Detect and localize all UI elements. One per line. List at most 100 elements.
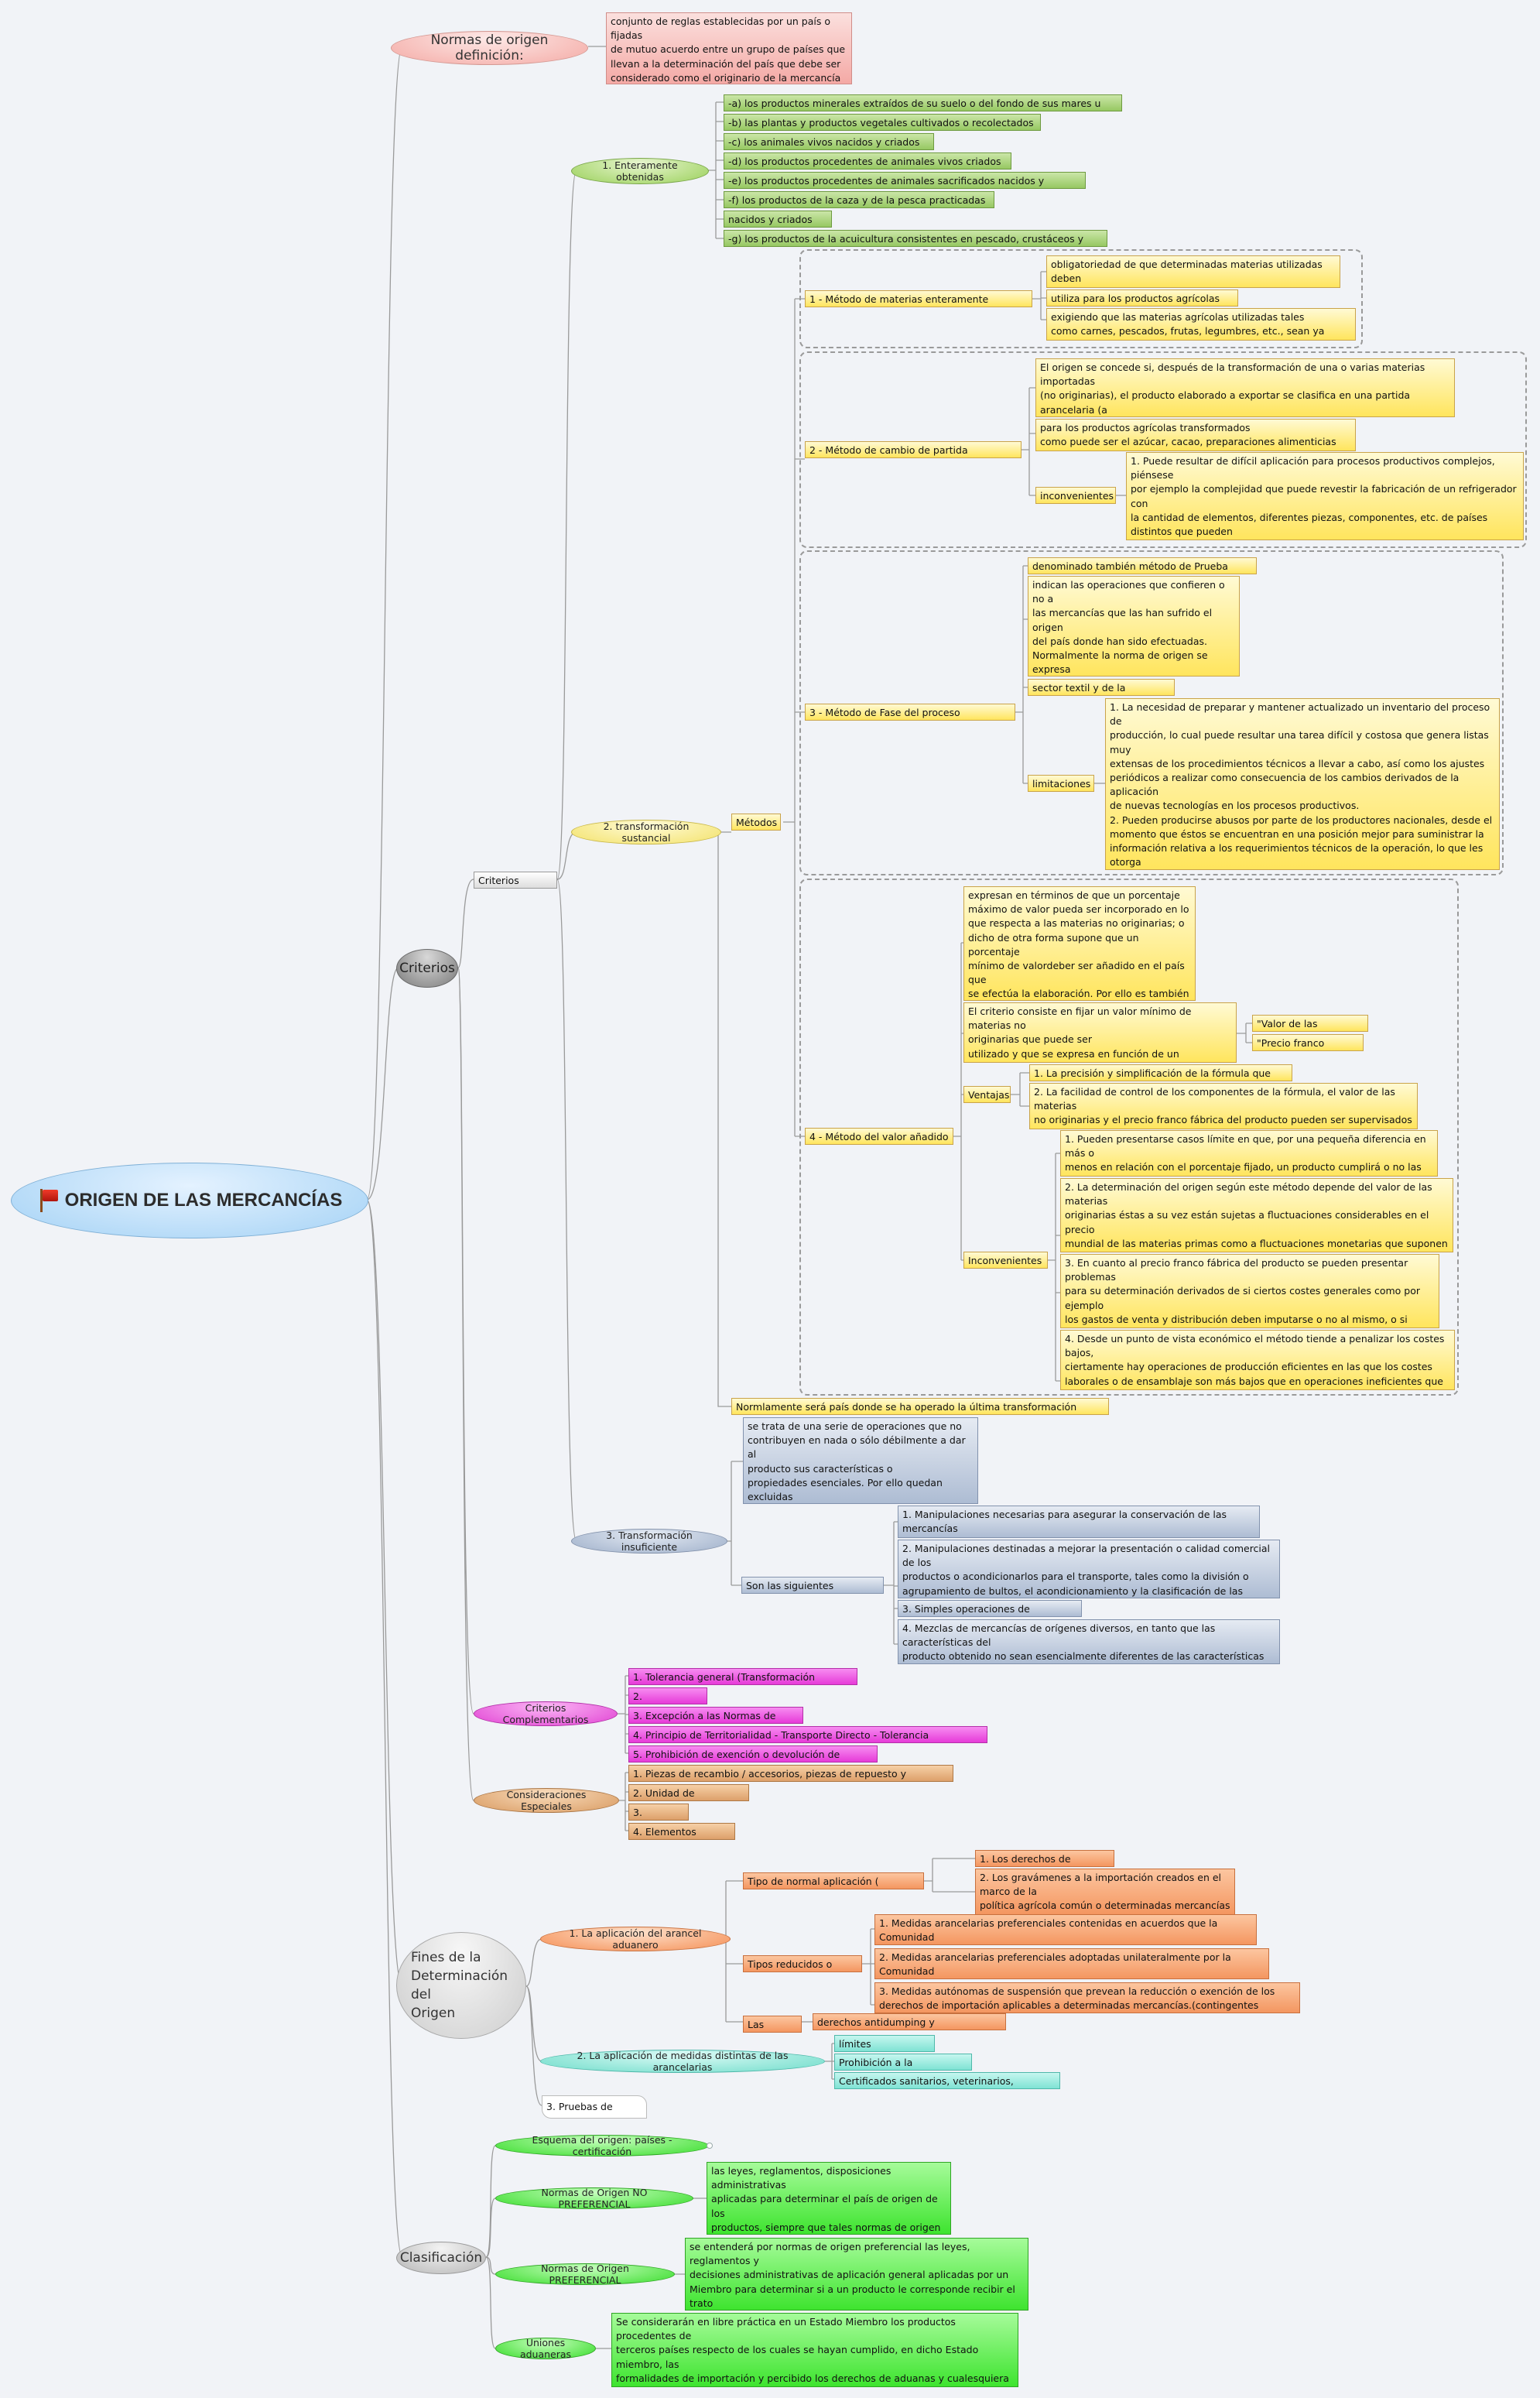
metodo-4-ventaja-2: 2. La facilidad de control de los compon… xyxy=(1029,1083,1418,1129)
enteramente-obtenidas-topic[interactable]: 1. Enteramente obtenidas xyxy=(571,158,709,184)
metodos-topic[interactable]: Métodos xyxy=(731,814,781,831)
criterios-label: Criterios xyxy=(399,961,455,976)
complementario-3: 3. Excepción a las Normas de Origen xyxy=(628,1707,803,1724)
metodo-4-note-b: El criterio consiste en fijar un valor m… xyxy=(963,1002,1237,1063)
insuficiente-rel-4: 4. Mezclas de mercancías de orígenes div… xyxy=(898,1619,1280,1664)
normas-label: Normas de origen definición: xyxy=(430,33,549,63)
enteramente-label: 1. Enteramente obtenidas xyxy=(602,159,678,183)
tipo-normal-1: 1. Los derechos de aduanas. xyxy=(975,1850,1114,1867)
insuficiente-rel-1: 1. Manipulaciones necesarias para asegur… xyxy=(898,1506,1260,1538)
no-preferencial-topic[interactable]: Normas de Origen NO PREFERENCIAL xyxy=(495,2187,693,2210)
clasificacion-label: Clasificación xyxy=(399,2250,483,2266)
method-3-frame xyxy=(799,550,1504,875)
tipos-reducidos-2: 2. Medidas arancelarias preferenciales a… xyxy=(874,1948,1269,1979)
metodo-4-inconv-3: 3. En cuanto al precio franco fábrica de… xyxy=(1060,1254,1439,1328)
normas-definition-note: conjunto de reglas establecidas por un p… xyxy=(606,12,852,84)
medidas-item-3: Certificados sanitarios, veterinarios, S… xyxy=(834,2072,1060,2089)
tipo-normal-2: 2. Los gravámenes a la importación cread… xyxy=(975,1869,1235,1915)
insuficiente-relaciones-topic[interactable]: Son las siguientes relaciones: xyxy=(741,1577,884,1594)
metodo-4-topic[interactable]: 4 - Método del valor añadido xyxy=(805,1128,953,1145)
complementarios-label: Criterios Complementarios xyxy=(502,1702,589,1725)
especiales-label: Consideraciones Especiales xyxy=(506,1789,587,1812)
arancel-aduanero-topic[interactable]: 1. La aplicación del arancel aduanero xyxy=(540,1927,731,1951)
medidas-item-1: límites cuantitativos xyxy=(834,2035,935,2052)
fines-label: Fines de la Determinación del Origen xyxy=(411,1950,508,2021)
insuficiente-desc: se trata de una serie de operaciones que… xyxy=(743,1417,978,1504)
criterios-complementarios-topic[interactable]: Criterios Complementarios xyxy=(474,1701,618,1726)
metodo-3-limitaciones-note: 1. La necesidad de preparar y mantener a… xyxy=(1105,698,1500,870)
fines-topic[interactable]: Fines de la Determinación del Origen xyxy=(396,1932,526,2039)
nopref-label: Normas de Origen NO PREFERENCIAL xyxy=(541,2187,648,2210)
metodo-4-inconvenientes-topic[interactable]: Inconvenientes xyxy=(963,1252,1048,1269)
esquema-origen-topic[interactable]: Esquema del origen: países - certificaci… xyxy=(495,2134,709,2157)
metodo-1-topic[interactable]: 1 - Método de materias enteramente obten… xyxy=(805,290,1032,307)
insuficiente-rel-2: 2. Manipulaciones destinadas a mejorar l… xyxy=(898,1540,1280,1598)
metodo-3-topic[interactable]: 3 - Método de Fase del proceso productiv… xyxy=(805,704,1015,721)
complementario-4: 4. Principio de Territorialidad - Transp… xyxy=(628,1726,987,1743)
complementario-1: 1. Tolerancia general (Transformación su… xyxy=(628,1668,857,1685)
red-flag-icon xyxy=(37,1187,60,1214)
medidas-label: 2. La aplicación de medidas distintas de… xyxy=(577,2050,789,2073)
pruebas-de-origen-topic[interactable]: 3. Pruebas de origen. xyxy=(542,2095,647,2119)
insuficiente-rel-3: 3. Simples operaciones de ensamblaje. xyxy=(898,1600,1082,1617)
metodo-2-topic[interactable]: 2 - Método de cambio de partida arancela… xyxy=(805,441,1022,458)
las-demas-topic[interactable]: Las demás xyxy=(743,2016,802,2033)
complementario-2: 2. Acumulación xyxy=(628,1687,707,1704)
medidas-item-2: Prohibición a la importación xyxy=(834,2054,972,2071)
consideraciones-especiales-topic[interactable]: Consideraciones Especiales xyxy=(474,1788,619,1813)
enteramente-item-g: -g) los productos de la acuicultura cons… xyxy=(724,230,1107,247)
tipos-reducidos-3: 3. Medidas autónomas de suspensión que p… xyxy=(874,1982,1300,2013)
metodo-4-inconv-1: 1. Pueden presentarse casos límite en qu… xyxy=(1060,1130,1438,1177)
pref-label: Normas de Origen PREFERENCIAL xyxy=(541,2263,629,2286)
especial-4: 4. Elementos neutros xyxy=(628,1823,735,1840)
clasificacion-topic[interactable]: Clasificación xyxy=(396,2242,486,2274)
enteramente-item-e: -e) los productos procedentes de animale… xyxy=(724,172,1086,189)
criterios-topic[interactable]: Criterios xyxy=(396,949,458,988)
enteramente-item-nacidos: nacidos y criados en él xyxy=(724,211,832,228)
metodo-4-inconv-2: 2. La determinación del origen según est… xyxy=(1060,1178,1453,1252)
metodo-2-note-a: El origen se concede si, después de la t… xyxy=(1035,358,1455,417)
preferencial-topic[interactable]: Normas de Origen PREFERENCIAL xyxy=(495,2263,675,2286)
arancel-label: 1. La aplicación del arancel aduanero xyxy=(569,1927,702,1951)
method-1-frame xyxy=(799,249,1363,348)
metodo-4-inconv-4: 4. Desde un punto de vista económico el … xyxy=(1060,1330,1455,1390)
metodo-2-inconvenientes-topic[interactable]: inconvenientes xyxy=(1035,487,1116,504)
insuficiente-label: 3. Transformación insuficiente xyxy=(606,1530,693,1553)
especial-1: 1. Piezas de recambio / accesorios, piez… xyxy=(628,1765,953,1782)
medidas-no-arancelarias-topic[interactable]: 2. La aplicación de medidas distintas de… xyxy=(540,2050,825,2073)
metodo-1-note-c: exigiendo que las materias agrícolas uti… xyxy=(1046,308,1356,341)
criterios-basicos-topic[interactable]: Criterios Básicos xyxy=(474,872,557,889)
root-title: ORIGEN DE LAS MERCANCÍAS xyxy=(64,1190,343,1211)
metodo-2-note-b: para los productos agrícolas transformad… xyxy=(1035,419,1356,451)
enteramente-item-b: -b) las plantas y productos vegetales cu… xyxy=(724,114,1041,131)
metodo-4-valor-materias: "Valor de las materias" xyxy=(1252,1015,1368,1032)
normas-definicion-topic[interactable]: Normas de origen definición: xyxy=(391,31,588,65)
tipo-normal-topic[interactable]: Tipo de normal aplicación ( terceros) xyxy=(743,1872,924,1889)
metodo-4-ventajas-topic[interactable]: Ventajas xyxy=(963,1086,1011,1103)
metodo-4-ventaja-1: 1. La precisión y simplificación de la f… xyxy=(1029,1064,1292,1081)
transformacion-insuficiente-topic[interactable]: 3. Transformación insuficiente xyxy=(571,1529,727,1554)
method-2-frame xyxy=(799,351,1527,548)
uniones-aduaneras-topic[interactable]: Uniones aduaneras xyxy=(495,2337,596,2360)
transformacion-sustancial-topic[interactable]: 2. transformación sustancial xyxy=(571,820,721,844)
complementario-5: 5. Prohibición de exención o devolución … xyxy=(628,1745,878,1763)
expand-marker[interactable] xyxy=(707,2143,713,2149)
root-topic[interactable]: ORIGEN DE LAS MERCANCÍAS xyxy=(11,1163,368,1238)
esquema-label: Esquema del origen: países - certificaci… xyxy=(532,2134,672,2157)
transformacion-label: 2. transformación sustancial xyxy=(603,820,690,844)
preferencial-note: se entenderá por normas de origen prefer… xyxy=(685,2238,1028,2311)
metodo-3-note-b: indican las operaciones que confieren o … xyxy=(1028,576,1240,677)
metodo-1-note-b: utiliza para los productos agrícolas bas… xyxy=(1046,289,1238,307)
enteramente-item-d: -d) los productos procedentes de animale… xyxy=(724,152,1011,170)
no-preferencial-note: las leyes, reglamentos, disposiciones ad… xyxy=(707,2162,951,2235)
especial-2: 2. Unidad de calificación xyxy=(628,1784,749,1801)
enteramente-item-c: -c) los animales vivos nacidos y criados… xyxy=(724,133,934,150)
metodo-3-limitaciones-topic[interactable]: limitaciones xyxy=(1028,775,1094,792)
tipos-reducidos-1: 1. Medidas arancelarias preferenciales c… xyxy=(874,1914,1257,1945)
uniones-label: Uniones aduaneras xyxy=(519,2337,572,2360)
metodo-4-precio-franco: "Precio franco fábrica" xyxy=(1252,1034,1364,1051)
enteramente-item-a: -a) los productos minerales extraídos de… xyxy=(724,94,1122,111)
tipos-reducidos-topic[interactable]: Tipos reducidos o nulos xyxy=(743,1955,862,1972)
enteramente-item-f: -f) los productos de la caza y de la pes… xyxy=(724,191,994,208)
normalmente-note: Normlamente será país donde se ha operad… xyxy=(731,1398,1109,1415)
